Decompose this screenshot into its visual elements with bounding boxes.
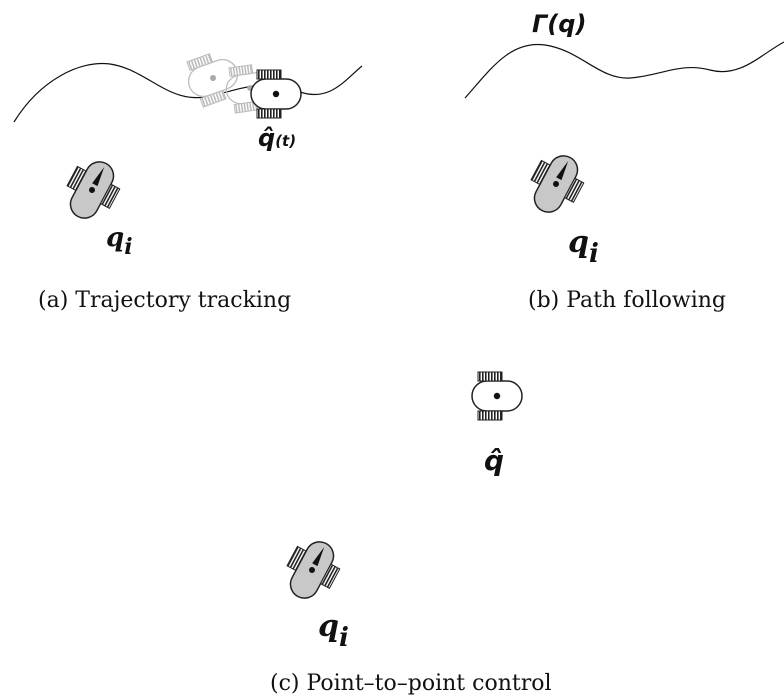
- target-label-c: q̂: [484, 444, 504, 477]
- robot-label-a: qi: [106, 223, 133, 260]
- robot-label-b: qi: [568, 225, 599, 269]
- panel-c: q̂ qi (c) Point–to–point control: [270, 371, 552, 696]
- path-label: Γ(q): [532, 10, 586, 38]
- panel-a: q̂(t) qi (a) Trajectory tracking: [13, 46, 363, 313]
- target-label-a: q̂(t): [258, 124, 296, 152]
- caption-a: (a) Trajectory tracking: [38, 288, 291, 313]
- robot-a: [55, 151, 129, 229]
- robot-c: [275, 531, 349, 609]
- robot-label-c: qi: [318, 609, 349, 653]
- reference-trajectory: [13, 62, 363, 123]
- target-robot-c: [471, 371, 523, 421]
- robot-b: [519, 145, 593, 223]
- reference-path: [464, 41, 784, 99]
- target-robot-a: [250, 69, 302, 119]
- panel-b: Γ(q) qi (b) Path following: [464, 10, 784, 313]
- caption-c: (c) Point–to–point control: [270, 671, 552, 696]
- caption-b: (b) Path following: [528, 288, 726, 313]
